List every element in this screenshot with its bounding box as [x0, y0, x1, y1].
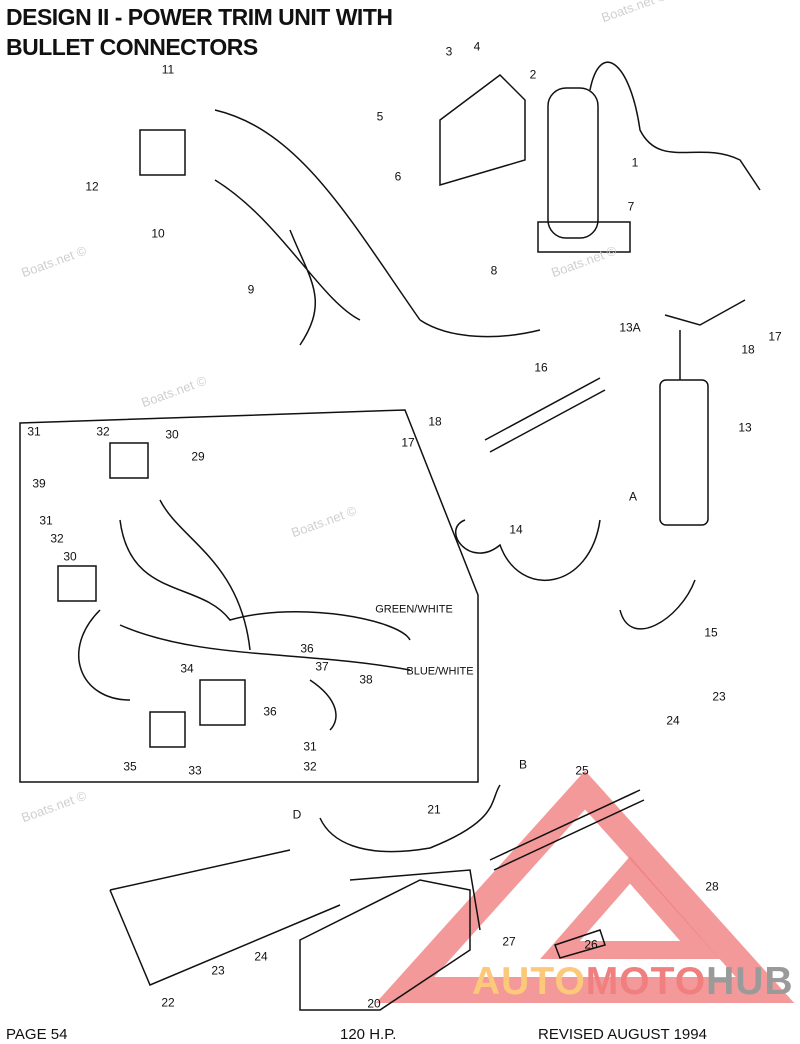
callout: 16	[534, 360, 548, 375]
callout: 2	[529, 67, 537, 82]
callout: 30	[165, 427, 179, 442]
callout: 38	[359, 672, 373, 687]
callout: 13	[738, 420, 752, 435]
footer-page: PAGE 54	[6, 1026, 68, 1043]
callout: 5	[376, 109, 384, 124]
logo-auto: AUTO	[472, 960, 586, 1003]
callout: 8	[490, 263, 498, 278]
pin-16	[484, 377, 606, 453]
callout: 31	[303, 739, 317, 754]
bracket	[439, 74, 526, 187]
logo-hub: HUB	[706, 960, 794, 1003]
line-22	[109, 849, 341, 986]
callout: 17	[401, 435, 415, 450]
callout: 33	[188, 763, 202, 778]
callout: 14	[509, 522, 523, 537]
pump-base	[537, 221, 631, 253]
strap-26	[554, 929, 606, 959]
callout: 30	[63, 549, 77, 564]
callout: 32	[50, 531, 64, 546]
callout: 29	[191, 449, 205, 464]
breaker-35	[149, 711, 186, 748]
logo-inner-triangle	[540, 856, 720, 959]
manifold-top	[349, 869, 481, 931]
line-14	[454, 519, 601, 581]
callout: 32	[96, 424, 110, 439]
callout: 39	[32, 476, 46, 491]
callout: 4	[473, 39, 481, 54]
callout: 15	[704, 625, 718, 640]
callout: A	[628, 489, 638, 504]
relay-30b	[57, 565, 97, 602]
callout: 28	[705, 879, 719, 894]
diagram-title-line1: DESIGN II - POWER TRIM UNIT WITH	[6, 4, 393, 30]
callout: 24	[254, 949, 268, 964]
inset-box	[19, 409, 479, 783]
footer-revised: REVISED AUGUST 1994	[538, 1026, 707, 1043]
pump-harness	[589, 61, 761, 191]
relay-30a	[109, 442, 149, 479]
callout: 7	[627, 199, 635, 214]
footer-model: 120 H.P.	[340, 1026, 397, 1043]
strap-38	[309, 679, 337, 731]
callout: 23	[712, 689, 726, 704]
callout: 9	[247, 282, 255, 297]
callout: 21	[427, 802, 441, 817]
callout: 34	[180, 661, 194, 676]
line-15	[619, 579, 696, 630]
relay-10	[139, 129, 186, 176]
cylinder-13	[659, 379, 709, 526]
callout: 3	[445, 44, 453, 59]
callout: 1	[631, 155, 639, 170]
callout: 36	[263, 704, 277, 719]
bracket-33	[199, 679, 246, 726]
callout: 13A	[619, 320, 641, 335]
callout: 32	[303, 759, 317, 774]
logo-moto: MOTO	[585, 960, 707, 1003]
callout: 12	[85, 179, 99, 194]
callout: D	[292, 807, 302, 822]
lead-8	[419, 319, 541, 338]
callout: 10	[151, 226, 165, 241]
harness-2nd	[78, 609, 411, 701]
callout: 22	[161, 995, 175, 1010]
callout: 6	[394, 169, 402, 184]
harness-9	[214, 109, 421, 346]
line-21	[319, 784, 501, 853]
callout: 20	[367, 996, 381, 1011]
pump-motor	[547, 87, 599, 239]
wire-label-blue-white: BLUE/WHITE	[406, 665, 474, 678]
callout: 26	[584, 937, 598, 952]
diagram-title-line2: BULLET CONNECTORS	[6, 34, 258, 60]
callout: B	[518, 757, 528, 772]
wire-label-green-white: GREEN/WHITE	[375, 603, 453, 616]
automotohub-logo: AUTOMOTOHUB	[472, 962, 794, 1002]
logo-triangle	[375, 770, 795, 1003]
harness-29	[119, 499, 411, 651]
callout: 35	[123, 759, 137, 774]
callout: 37	[315, 659, 329, 674]
pin-25	[489, 789, 645, 871]
callout: 24	[666, 713, 680, 728]
callout: 23	[211, 963, 225, 978]
callout: 27	[502, 934, 516, 949]
callout: 36	[300, 641, 314, 656]
callout: 31	[39, 513, 53, 528]
callout: 18	[428, 414, 442, 429]
callout: 18	[741, 342, 755, 357]
callout: 31	[27, 424, 41, 439]
callout: 25	[575, 763, 589, 778]
callout: 17	[768, 329, 782, 344]
manifold-20	[299, 879, 471, 1011]
callout: 11	[161, 62, 175, 77]
ram	[664, 299, 746, 380]
